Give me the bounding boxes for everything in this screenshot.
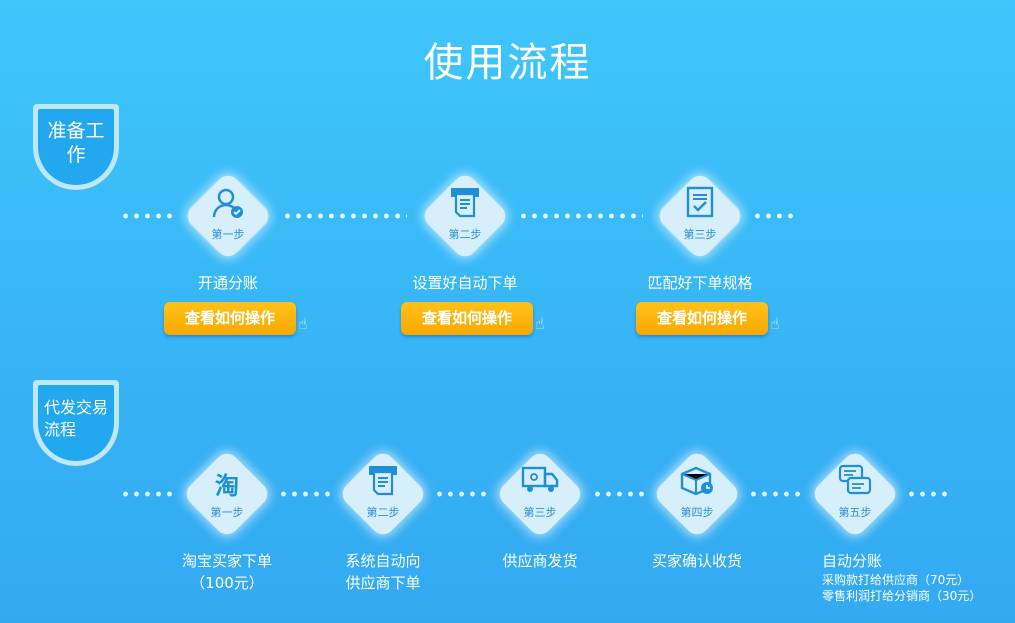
step-diamond: 第三步 <box>494 448 586 540</box>
dotted-connector <box>120 213 175 219</box>
step-label: 设置好自动下单 <box>412 274 518 292</box>
dotted-connector <box>120 491 175 497</box>
step-label: 供应商发货 <box>502 552 578 570</box>
step-label: 自动分账 采购款打给供应商（70元） 零售利润打给分销商（30元） <box>822 550 1002 604</box>
dotted-connector <box>748 491 803 497</box>
step-label: 开通分账 <box>197 274 258 292</box>
step-label: 系统自动向供应商下单 <box>345 552 421 592</box>
step-diamond: 第一步 <box>182 170 274 262</box>
step-diamond: 第二步 <box>337 448 429 540</box>
dotted-connector <box>752 213 797 219</box>
pointer-hand-icon: ☝ <box>535 314 545 333</box>
dotted-connector <box>282 213 407 219</box>
step-diamond: 第二步 <box>419 170 511 262</box>
payment-to-supplier: 采购款打给供应商（70元） <box>822 573 970 587</box>
dotted-connector <box>592 491 647 497</box>
user-check-icon <box>182 186 274 224</box>
package-clock-icon <box>651 464 743 500</box>
pointer-hand-icon: ☝ <box>298 314 308 333</box>
step-label: 匹配好下单规格 <box>647 274 753 292</box>
section-badge-preparation: 准备工作 <box>33 104 119 190</box>
document-check-icon <box>654 186 746 222</box>
pointer-hand-icon: ☝ <box>770 314 780 333</box>
step-diamond: 第四步 <box>651 448 743 540</box>
delivery-truck-icon <box>494 464 586 498</box>
step-diamond: 淘 第一步 <box>181 448 273 540</box>
step-label: 淘宝买家下单（100元） <box>181 552 272 592</box>
chat-bubbles-icon <box>809 464 901 500</box>
dotted-connector <box>906 491 951 497</box>
dotted-connector <box>434 491 489 497</box>
how-to-button[interactable]: 查看如何操作 <box>401 302 533 335</box>
step-diamond: 第三步 <box>654 170 746 262</box>
taobao-icon: 淘 <box>215 472 239 500</box>
profit-to-distributor: 零售利润打给分销商（30元） <box>822 589 982 603</box>
printer-order-icon <box>419 186 511 222</box>
page-title: 使用流程 <box>423 40 592 86</box>
step-label: 买家确认收货 <box>651 552 742 570</box>
dotted-connector <box>518 213 643 219</box>
printer-order-icon <box>337 464 429 500</box>
dotted-connector <box>278 491 333 497</box>
how-to-button[interactable]: 查看如何操作 <box>636 302 768 335</box>
step-diamond: 第五步 <box>809 448 901 540</box>
how-to-button[interactable]: 查看如何操作 <box>164 302 296 335</box>
section-badge-trade-flow: 代发交易流程 <box>33 380 119 466</box>
